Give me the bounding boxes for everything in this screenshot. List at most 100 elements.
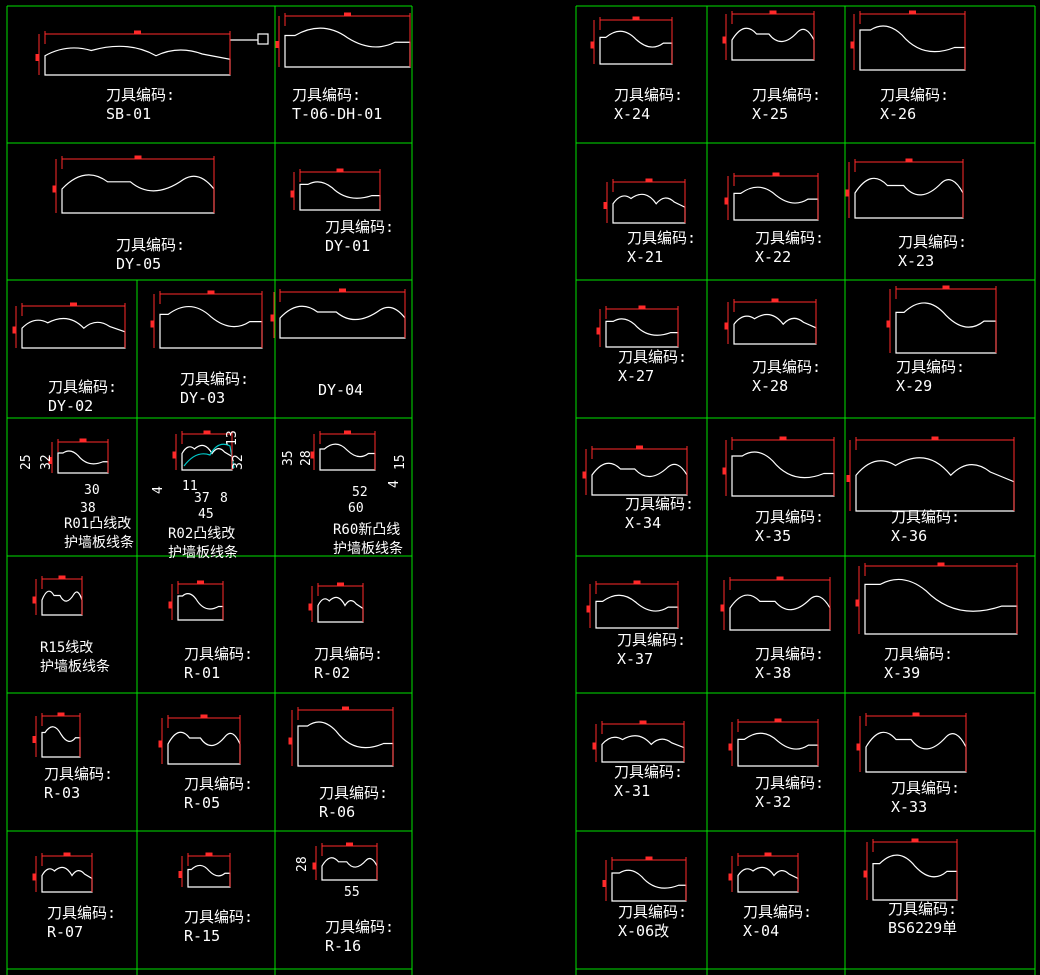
label-code: DY-05: [116, 255, 162, 273]
dimension-marker: [58, 575, 66, 580]
label-title: 刀具编码:: [755, 774, 825, 792]
label-code: DY-02: [48, 397, 94, 415]
dimension-marker: [582, 471, 587, 479]
dimension-marker: [288, 737, 293, 745]
moulding-profile: [737, 866, 799, 893]
dimension-marker: [596, 327, 601, 335]
cell-label: 刀具编码:X-29: [896, 358, 965, 396]
label-code: X-33: [891, 798, 928, 816]
dimension-marker: [35, 54, 40, 61]
dimension-marker: [197, 580, 204, 585]
moulding-profile: [167, 731, 241, 765]
label-code: X-36: [891, 527, 928, 545]
cell-label: 刀具编码:X-38: [755, 645, 824, 683]
dimension-marker: [32, 736, 37, 743]
label-code: BS6229单: [888, 919, 958, 937]
cell-label: 刀具编码:DY-05: [116, 236, 185, 274]
cell-label: 刀具编码:X-39: [884, 645, 953, 683]
dimension-marker: [912, 712, 920, 717]
label-code: X-27: [618, 367, 655, 385]
moulding-profile: [599, 30, 673, 65]
label-title: 刀具编码:: [752, 358, 822, 376]
moulding-profile: [41, 590, 83, 616]
moulding-profile: [299, 181, 381, 211]
label-title: 刀具编码:: [625, 495, 695, 513]
label-code: 护墙板线条: [64, 535, 134, 551]
dimension-marker: [203, 430, 211, 435]
cell-label: 刀具编码:X-04: [743, 903, 812, 941]
cell-label: 刀具编码:DY-01: [325, 218, 394, 256]
label-title: 刀具编码:: [880, 86, 950, 104]
cell-label: 刀具编码:X-31: [614, 763, 683, 801]
moulding-profile: [187, 864, 231, 888]
dimension-value: 35: [281, 450, 296, 466]
label-title: 刀具编码:: [184, 908, 254, 926]
label-title: R02凸线改: [168, 526, 236, 542]
dimension-marker: [863, 870, 868, 878]
cell-label: 刀具编码:X-23: [898, 233, 967, 271]
label-code: X-38: [755, 664, 792, 682]
dimension-marker: [886, 320, 891, 328]
dimension-marker: [344, 12, 351, 17]
dimension-marker: [339, 288, 346, 293]
label-code: X-37: [617, 650, 654, 668]
cell-label: 刀具编码:BS6229单: [888, 900, 957, 938]
cell-label: 刀具编码:X-26: [880, 86, 949, 124]
cell-label: 刀具编码:X-22: [755, 229, 824, 267]
moulding-profile: [737, 732, 819, 767]
dimension-value: 8: [220, 491, 228, 506]
dimension-value: 45: [198, 507, 214, 522]
moulding-profile: [181, 444, 233, 471]
moulding-profile: [321, 857, 378, 881]
moulding-profile: [864, 578, 1018, 635]
label-code: X-39: [884, 664, 921, 682]
cell-label: 刀具编码:X-33: [891, 779, 960, 817]
cell-label: 刀具编码:R-06: [319, 784, 388, 822]
dimension-marker: [937, 562, 945, 567]
label-code: X-25: [752, 105, 789, 123]
label-title: 刀具编码:: [184, 645, 254, 663]
cell-label: 刀具编码:X-06改: [618, 903, 687, 941]
moulding-profile: [872, 854, 958, 901]
label-title: 刀具编码:: [755, 229, 825, 247]
label-title: 刀具编码:: [896, 358, 966, 376]
label-code: T-06-DH-01: [292, 105, 383, 123]
label-title: 刀具编码:: [898, 233, 968, 251]
moulding-profile: [319, 443, 376, 471]
dimension-marker: [342, 706, 349, 711]
moulding-profile: [865, 731, 967, 773]
dimension-marker: [270, 314, 275, 322]
dimension-marker: [911, 838, 919, 843]
dimension-marker: [586, 605, 591, 613]
cell-label: 刀具编码:X-34: [625, 495, 694, 533]
label-title: 刀具编码:: [292, 86, 362, 104]
label-code: X-21: [627, 248, 664, 266]
label-title: 刀具编码:: [184, 775, 254, 793]
cell-label: 刀具编码:R-03: [44, 765, 113, 803]
dimension-marker: [346, 842, 353, 847]
dimension-marker: [134, 30, 141, 35]
label-code: DY-03: [180, 389, 226, 407]
label-code: SB-01: [106, 105, 152, 123]
dimension-marker: [178, 871, 183, 878]
dimension-marker: [275, 41, 280, 48]
label-code: X-26: [880, 105, 917, 123]
moulding-profile: [284, 27, 411, 68]
label-title: 刀具编码:: [888, 900, 958, 918]
dimension-marker: [636, 445, 643, 450]
dimension-marker: [52, 185, 57, 193]
dimension-marker: [722, 36, 727, 44]
label-code: R-01: [184, 664, 221, 682]
label-code: R-06: [319, 803, 356, 821]
label-title: 刀具编码:: [743, 903, 813, 921]
dimension-value: 32: [231, 454, 246, 470]
dimension-marker: [728, 743, 733, 751]
dimension-value: 15: [393, 454, 408, 470]
cell-label: 刀具编码:X-37: [617, 631, 686, 669]
label-title: 刀具编码:: [627, 229, 697, 247]
dimension-value: 28: [299, 450, 314, 466]
dimension-marker: [728, 873, 733, 881]
moulding-profile: [159, 306, 263, 349]
